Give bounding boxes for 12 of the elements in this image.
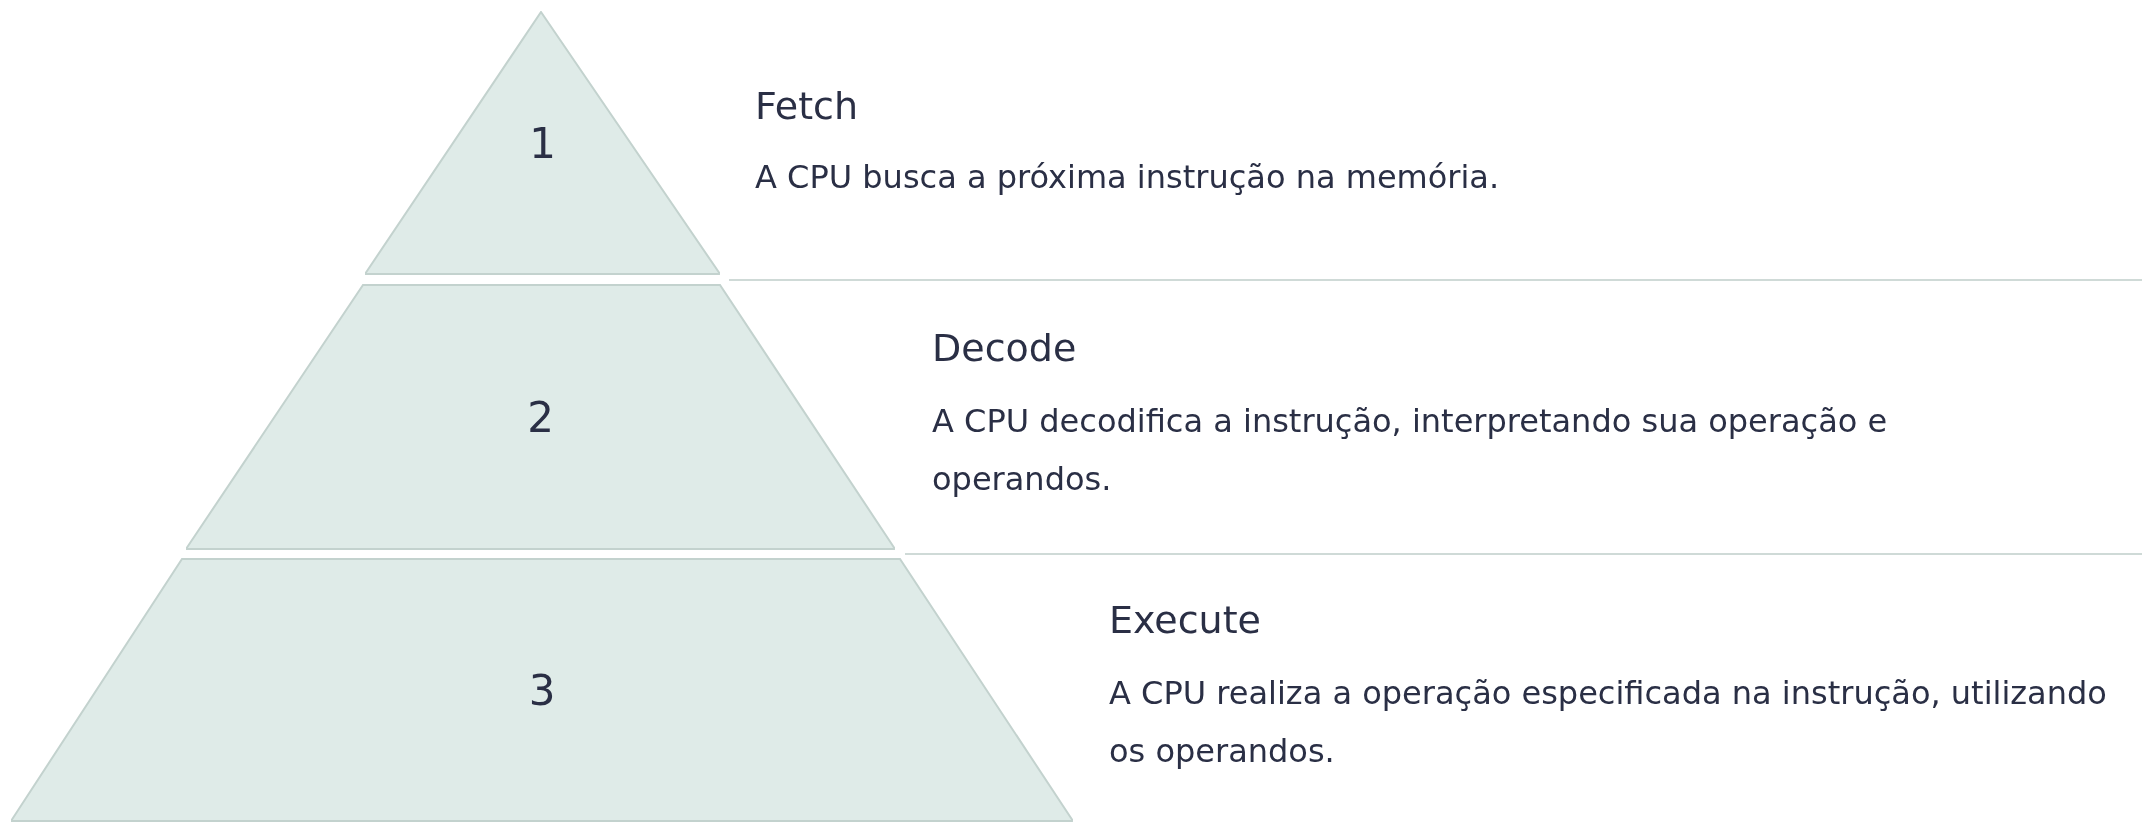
pyramid-tier bbox=[11, 558, 1073, 822]
tier-number: 3 bbox=[528, 665, 556, 715]
tier-number: 1 bbox=[529, 118, 556, 168]
tier-number: 2 bbox=[527, 392, 554, 442]
step-description: A CPU decodifica a instrução, interpretando sua operação e operandos. bbox=[932, 401, 1889, 500]
step-description: A CPU busca a próxima instrução na memória. bbox=[755, 157, 1501, 198]
step-heading: Decode bbox=[932, 326, 1077, 370]
pyramid-tier bbox=[186, 284, 895, 550]
step-heading: Fetch bbox=[755, 84, 859, 128]
step-description: A CPU realiza a operação especificada na instrução, utilizando os operandos. bbox=[1109, 673, 2108, 772]
step-heading: Execute bbox=[1109, 598, 1261, 642]
pyramid-tier bbox=[365, 11, 720, 275]
